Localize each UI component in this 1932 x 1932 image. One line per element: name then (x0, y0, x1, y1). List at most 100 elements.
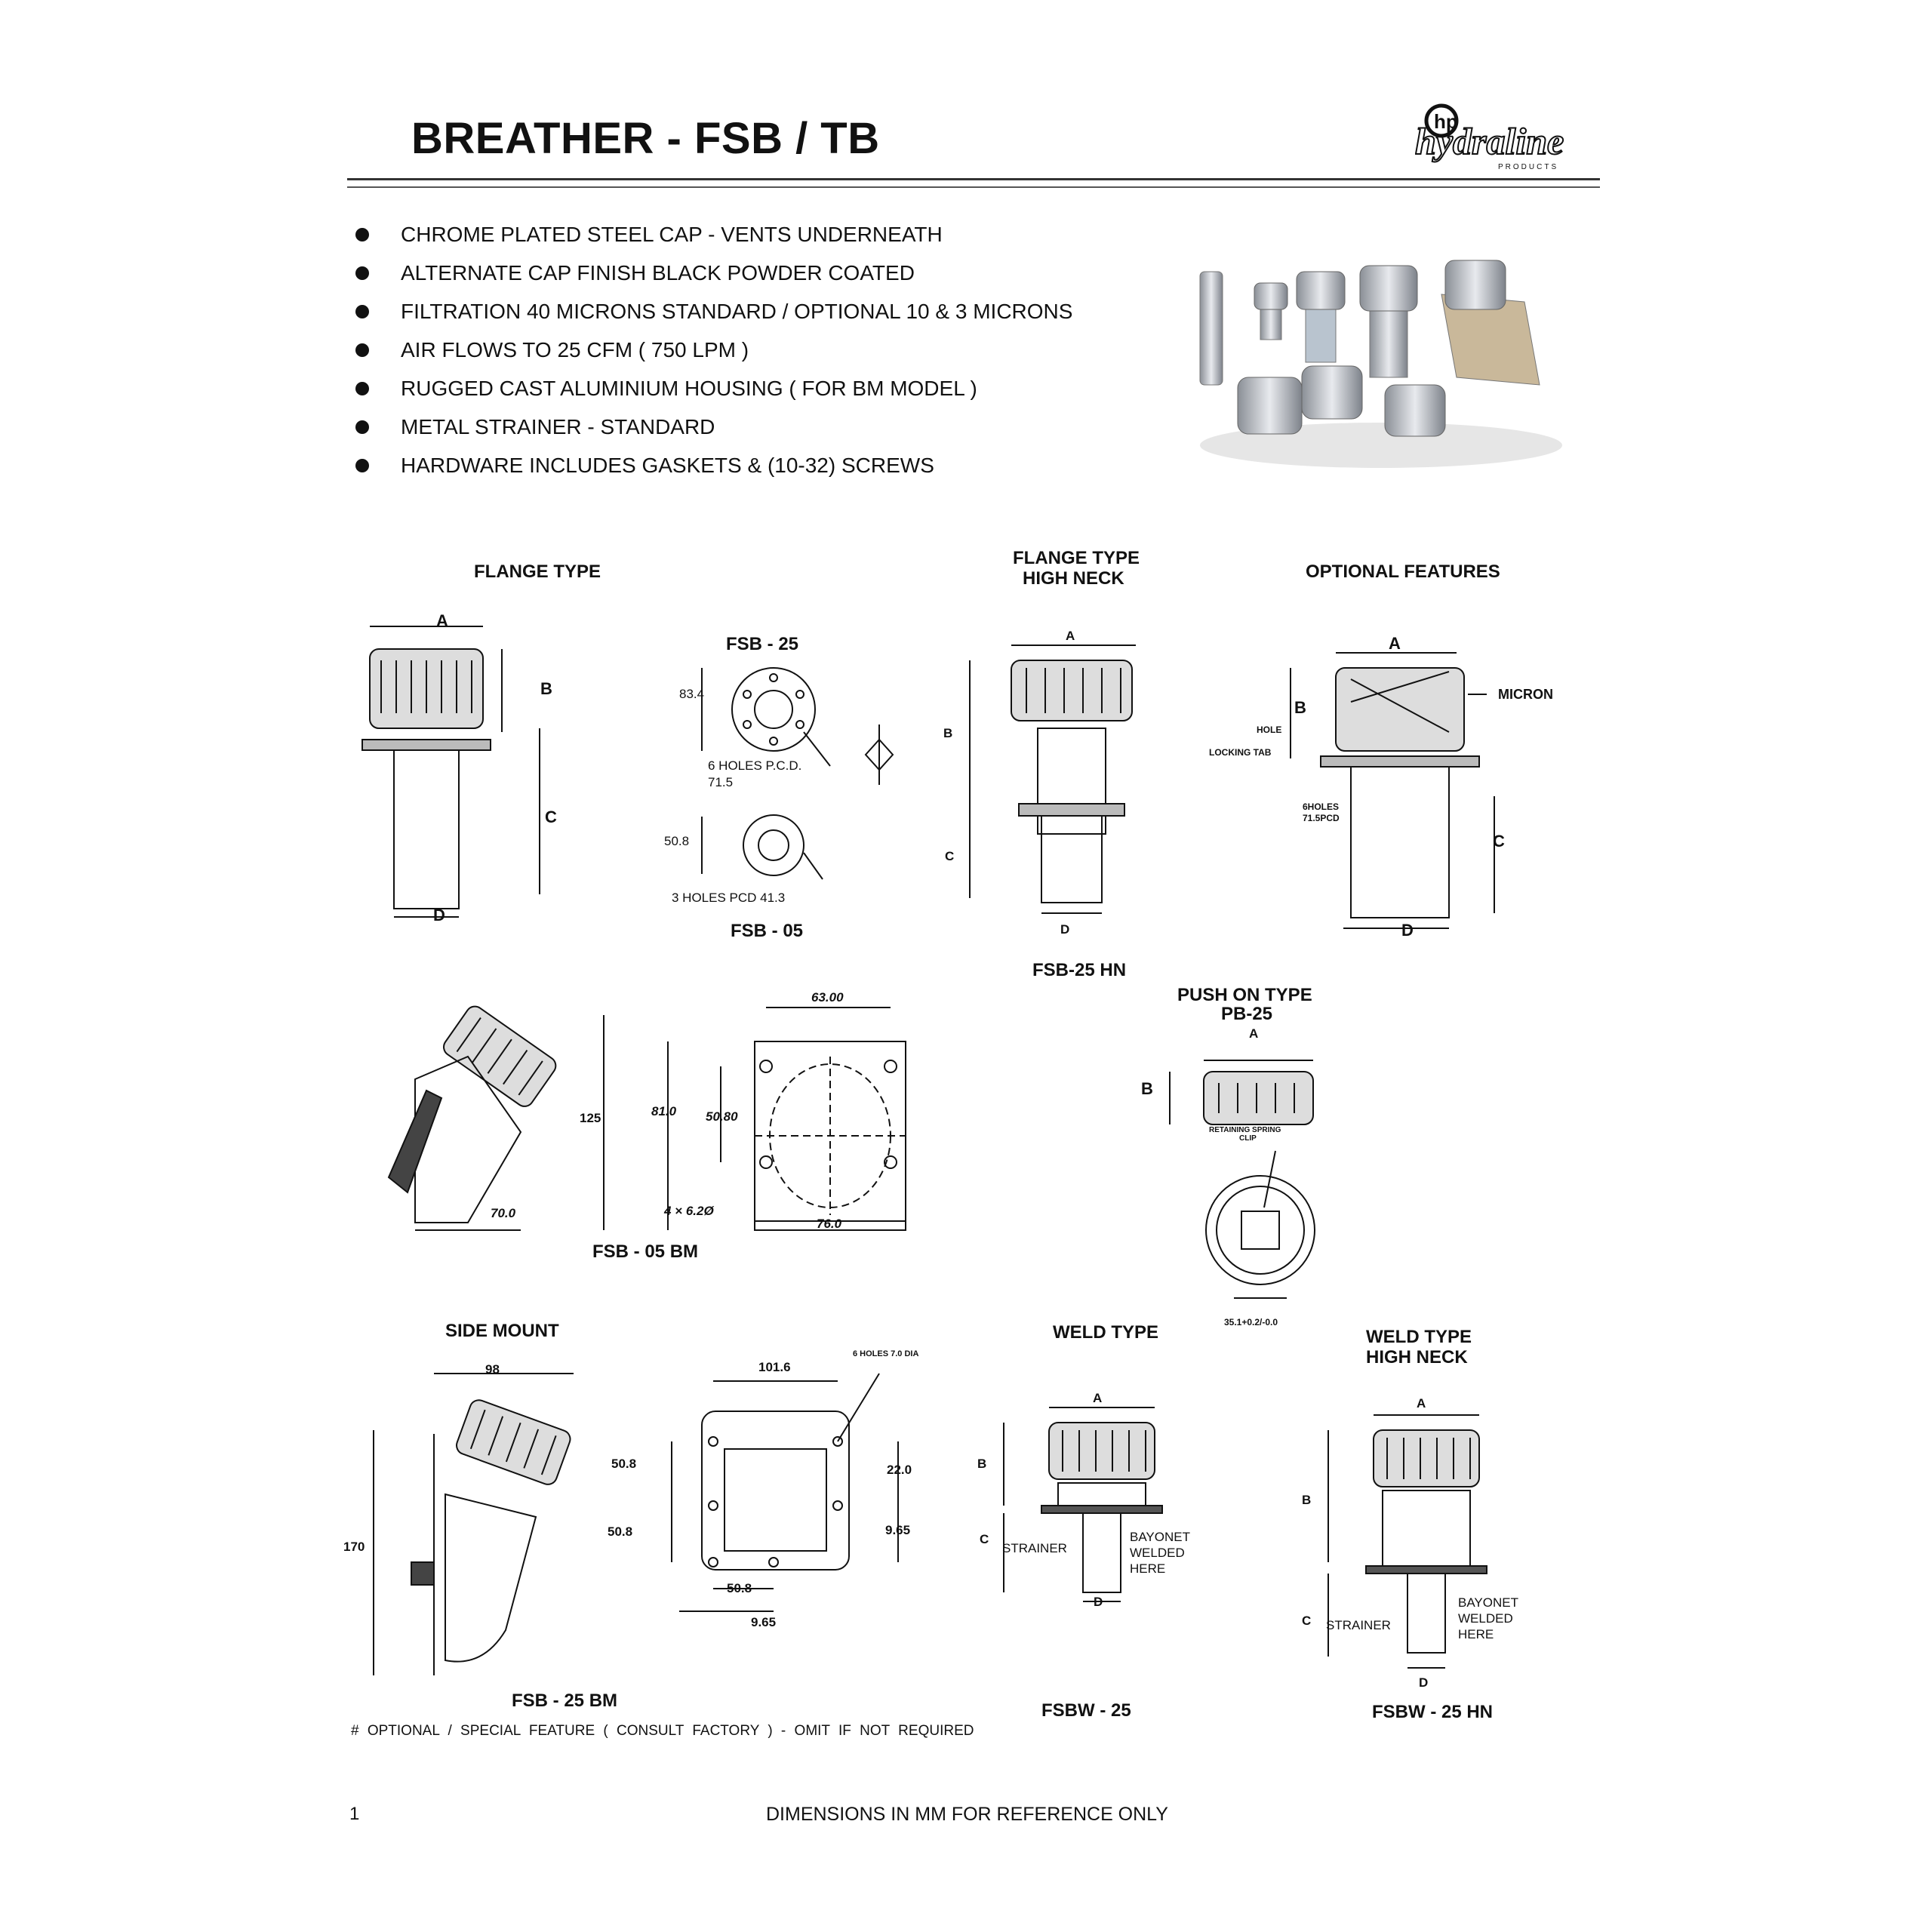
svg-text:hp: hp (1434, 110, 1458, 133)
dim-508: 50.8 (727, 1581, 752, 1595)
section-weld-high-neck-2: HIGH NECK (1366, 1347, 1468, 1367)
note-bayonet: BAYONET (1458, 1595, 1518, 1610)
dim-a: A (1249, 1026, 1259, 1041)
svg-text:hydraline: hydraline (1415, 120, 1564, 162)
bullet-icon (355, 343, 369, 357)
dim-d: D (1060, 922, 1070, 937)
dim-c: C (1302, 1614, 1312, 1628)
dim-b: B (943, 726, 953, 740)
flange-high-neck-drawing (969, 645, 1136, 914)
dim-a: A (1389, 634, 1401, 653)
dim-5080: 50.80 (706, 1109, 738, 1124)
weld-high-neck-drawing (1327, 1414, 1487, 1669)
section-flange-high-neck: FLANGE TYPE (1013, 548, 1140, 568)
dim-810: 81.0 (651, 1104, 677, 1118)
page-title: BREATHER - FSB / TB (411, 114, 880, 163)
svg-text:PRODUCTS: PRODUCTS (1498, 163, 1558, 171)
section-optional-features: OPTIONAL FEATURES (1306, 561, 1500, 582)
page-number: 1 (349, 1804, 360, 1824)
dim-a: A (1066, 629, 1075, 643)
note-hole: HOLE (1257, 724, 1282, 735)
note-6holes-dia: 6 HOLES 7.0 DIA (853, 1349, 919, 1358)
footer-note: DIMENSIONS IN MM FOR REFERENCE ONLY (766, 1804, 1168, 1825)
feature-item: FILTRATION 40 MICRONS STANDARD / OPTIONA… (351, 292, 1181, 331)
section-push-on-2: PB-25 (1221, 1004, 1273, 1024)
dim-b: B (977, 1457, 987, 1471)
dim-760: 76.0 (817, 1217, 842, 1231)
model-fsb25: FSB - 25 (726, 634, 799, 654)
feature-item: ALTERNATE CAP FINISH BLACK POWDER COATED (351, 254, 1181, 292)
bullet-icon (355, 420, 369, 434)
dim-c: C (945, 849, 955, 863)
model-fsb05bm: FSB - 05 BM (592, 1241, 699, 1262)
feature-item: CHROME PLATED STEEL CAP - VENTS UNDERNEA… (351, 215, 1181, 254)
section-push-on: PUSH ON TYPE (1177, 985, 1312, 1005)
feature-item: AIR FLOWS TO 25 CFM ( 750 LPM ) (351, 331, 1181, 369)
header-rule (347, 178, 1600, 180)
note-pcd: 71.5 (708, 775, 734, 789)
bullet-icon (355, 381, 369, 395)
optional-features-drawing (1290, 652, 1495, 929)
model-fsb05: FSB - 05 (731, 921, 804, 941)
note-here: HERE (1130, 1561, 1166, 1576)
dim-a: A (1093, 1391, 1103, 1405)
dim-c: C (980, 1532, 989, 1546)
note-6holes: 6 HOLES P.C.D. (708, 758, 802, 773)
flange-type-drawing (361, 626, 540, 918)
note-locking-tab: LOCKING TAB (1209, 747, 1272, 758)
note-pcd: 71.5PCD (1303, 813, 1340, 823)
dim-a: A (436, 611, 448, 630)
model-fsbw25: FSBW - 25 (1041, 1700, 1131, 1721)
bullet-icon (355, 266, 369, 280)
feature-item: HARDWARE INCLUDES GASKETS & (10-32) SCRE… (351, 446, 1181, 485)
model-fsbw25hn: FSBW - 25 HN (1372, 1702, 1494, 1722)
note-strainer: STRAINER (1326, 1618, 1391, 1632)
note-6holes: 6HOLES (1303, 801, 1340, 812)
dim-b: B (1294, 698, 1306, 717)
dim-b: B (1141, 1079, 1153, 1098)
side-mount-flange-drawing (671, 1373, 899, 1612)
feature-item: METAL STRAINER - STANDARD (351, 408, 1181, 446)
dim-125: 125 (580, 1111, 601, 1125)
note-welded: WELDED (1130, 1546, 1185, 1560)
dim-b: B (1302, 1493, 1312, 1507)
dim-d: D (1094, 1595, 1103, 1609)
note-strainer: STRAINER (1002, 1541, 1067, 1555)
dim-170: 170 (343, 1540, 365, 1554)
section-weld-high-neck: WELD TYPE (1366, 1327, 1472, 1347)
note-3holes: 3 HOLES PCD 41.3 (672, 891, 786, 905)
model-fsb25hn: FSB-25 HN (1032, 960, 1127, 980)
bullet-icon (355, 458, 369, 472)
dim-push-dia: 35.1+0.2/-0.0 (1224, 1317, 1278, 1327)
dim-98: 98 (485, 1362, 500, 1377)
note-welded: WELDED (1458, 1611, 1513, 1626)
fsb05bm-side-drawing (387, 1005, 605, 1231)
note-micron: MICRON (1498, 687, 1553, 702)
note-here: HERE (1458, 1627, 1494, 1641)
header-rule-thin (347, 186, 1600, 188)
dim-a: A (1417, 1396, 1426, 1411)
dim-d: D (433, 906, 445, 924)
note-bayonet: BAYONET (1130, 1530, 1190, 1544)
brand-logo: hp hydraline PRODUCTS (1415, 103, 1564, 171)
dim-965: 9.65 (751, 1615, 777, 1629)
dim-834: 83.4 (679, 687, 705, 701)
dim-1016: 101.6 (758, 1360, 791, 1374)
dim-965: 9.65 (885, 1523, 911, 1537)
side-mount-drawing (373, 1373, 574, 1675)
dim-c: C (545, 808, 557, 826)
dim-220: 22.0 (887, 1463, 912, 1477)
dim-c: C (1493, 832, 1505, 851)
section-flange-type: FLANGE TYPE (474, 561, 601, 582)
section-weld-type: WELD TYPE (1053, 1322, 1159, 1343)
fsb05bm-flange-drawing (667, 1007, 906, 1231)
model-fsb25bm: FSB - 25 BM (512, 1690, 618, 1711)
dim-6300: 63.00 (811, 990, 844, 1004)
feature-list: CHROME PLATED STEEL CAP - VENTS UNDERNEA… (351, 215, 1181, 485)
section-flange-high-neck-2: HIGH NECK (1023, 568, 1124, 589)
footnote: # OPTIONAL / SPECIAL FEATURE ( CONSULT F… (351, 1723, 974, 1739)
bullet-icon (355, 227, 369, 242)
section-side-mount: SIDE MOUNT (445, 1321, 559, 1341)
dim-d: D (1401, 921, 1414, 940)
dim-508: 50.8 (608, 1524, 633, 1539)
